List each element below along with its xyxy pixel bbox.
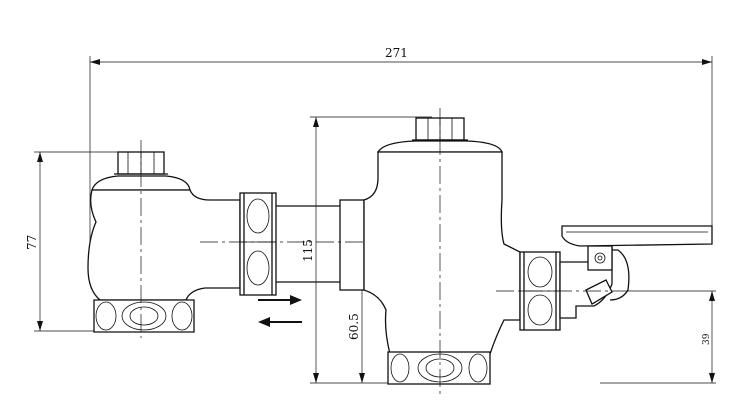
flow-arrows [258, 295, 302, 327]
connector-nut [239, 192, 277, 296]
inlet-pipe [276, 199, 365, 291]
dim-left-height: 77 [25, 151, 120, 332]
dim-pedal-height: 39 [600, 290, 716, 384]
dim-center-height: 115 [301, 116, 432, 384]
dim-overall-length: 271 [89, 46, 713, 268]
main-valve-body [363, 117, 521, 385]
label-39: 39 [702, 333, 712, 345]
label-271: 271 [385, 46, 408, 60]
pedal-assembly [559, 225, 713, 319]
left-valve-body [87, 151, 241, 333]
label-77: 77 [25, 235, 39, 250]
label-115: 115 [301, 239, 315, 262]
label-60-5: 60.5 [347, 313, 361, 340]
